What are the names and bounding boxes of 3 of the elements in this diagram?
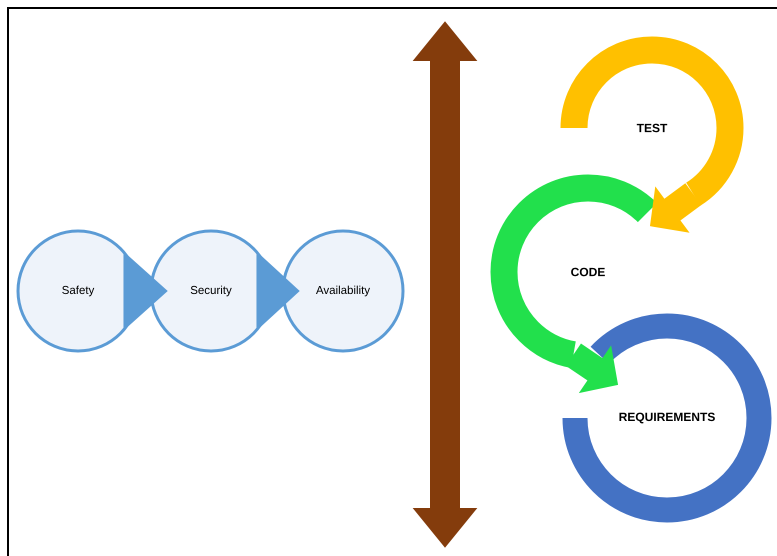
ring-node: REQUIREMENTS (562, 314, 772, 522)
circle-node: Safety (16, 229, 140, 352)
circle-node: Availability (282, 229, 404, 352)
